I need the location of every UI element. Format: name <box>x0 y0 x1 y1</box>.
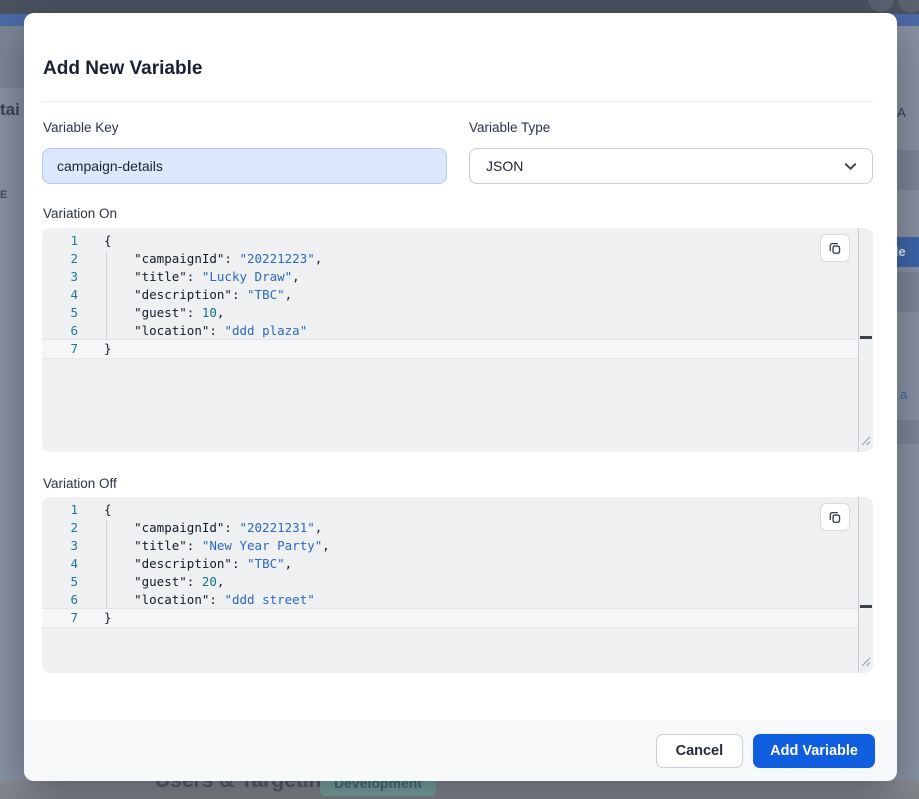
line-number: 6 <box>70 592 78 607</box>
backdrop-text-fragment: tai <box>0 100 20 119</box>
line-number: 3 <box>70 269 78 284</box>
code-line: 6 "location": "ddd plaza" <box>42 322 873 340</box>
add-variable-button[interactable]: Add Variable <box>753 733 875 768</box>
resize-handle[interactable] <box>860 654 871 672</box>
backdrop-text-fragment: E <box>0 189 8 201</box>
backdrop-band <box>897 420 919 444</box>
background-top-navbar <box>0 0 919 14</box>
code-line: 3 "title": "New Year Party", <box>42 537 873 555</box>
code-content: 1{2 "campaignId": "20221223",3 "title": … <box>42 228 873 358</box>
chevron-down-icon <box>843 159 858 174</box>
resize-handle[interactable] <box>860 433 871 451</box>
code-line: 5 "guest": 20, <box>42 573 873 591</box>
line-number: 1 <box>70 233 78 248</box>
indent-guide <box>106 520 107 609</box>
line-number: 2 <box>70 520 78 535</box>
line-number: 2 <box>70 251 78 266</box>
cancel-button[interactable]: Cancel <box>655 733 744 768</box>
modal-footer: Cancel Add Variable <box>24 720 897 781</box>
code-line: 3 "title": "Lucky Draw", <box>42 268 873 286</box>
avatar <box>898 0 919 13</box>
variable-key-label: Variable Key <box>43 120 119 135</box>
variable-key-input[interactable] <box>42 148 447 184</box>
scrollbar-track <box>858 228 859 452</box>
line-number: 1 <box>70 502 78 517</box>
line-number: 3 <box>70 538 78 553</box>
variable-type-value: JSON <box>486 158 524 174</box>
backdrop-band <box>0 26 24 88</box>
code-content: 1{2 "campaignId": "20221231",3 "title": … <box>42 497 873 627</box>
backdrop-bottom-strip <box>0 781 919 799</box>
code-line: 7} <box>42 609 859 627</box>
code-line: 7} <box>42 340 859 358</box>
code-line: 2 "campaignId": "20221231", <box>42 519 873 537</box>
line-number: 4 <box>70 556 78 571</box>
code-line: 5 "guest": 10, <box>42 304 873 322</box>
avatar <box>868 0 894 12</box>
variation-off-label: Variation Off <box>43 476 117 491</box>
code-line: 2 "campaignId": "20221223", <box>42 250 873 268</box>
backdrop-band <box>897 150 919 190</box>
variation-on-editor[interactable]: 1{2 "campaignId": "20221223",3 "title": … <box>42 228 873 452</box>
line-number: 5 <box>70 574 78 589</box>
divider <box>42 101 875 102</box>
code-line: 6 "location": "ddd street" <box>42 591 873 609</box>
variation-off-editor[interactable]: 1{2 "campaignId": "20221231",3 "title": … <box>42 497 873 673</box>
code-line: 4 "description": "TBC", <box>42 286 873 304</box>
variation-on-label: Variation On <box>43 206 118 221</box>
copy-button[interactable] <box>820 234 850 262</box>
copy-icon <box>828 241 842 255</box>
variable-type-select[interactable]: JSON <box>469 148 873 184</box>
variable-type-label: Variable Type <box>469 120 551 135</box>
line-number: 5 <box>70 305 78 320</box>
overview-cursor-mark <box>860 605 872 608</box>
modal-title: Add New Variable <box>43 58 203 79</box>
line-number: 4 <box>70 287 78 302</box>
line-number: 7 <box>70 610 78 625</box>
line-number: 6 <box>70 323 78 338</box>
scrollbar-track <box>858 497 859 673</box>
copy-icon <box>828 510 842 524</box>
backdrop-band <box>897 272 919 312</box>
copy-button[interactable] <box>820 503 850 531</box>
line-number: 7 <box>70 341 78 356</box>
indent-guide <box>106 251 107 340</box>
add-variable-modal: Add New Variable Variable Key Variable T… <box>24 13 897 781</box>
overview-cursor-mark <box>860 336 872 339</box>
code-line: 1{ <box>42 232 873 250</box>
code-line: 4 "description": "TBC", <box>42 555 873 573</box>
code-line: 1{ <box>42 501 873 519</box>
